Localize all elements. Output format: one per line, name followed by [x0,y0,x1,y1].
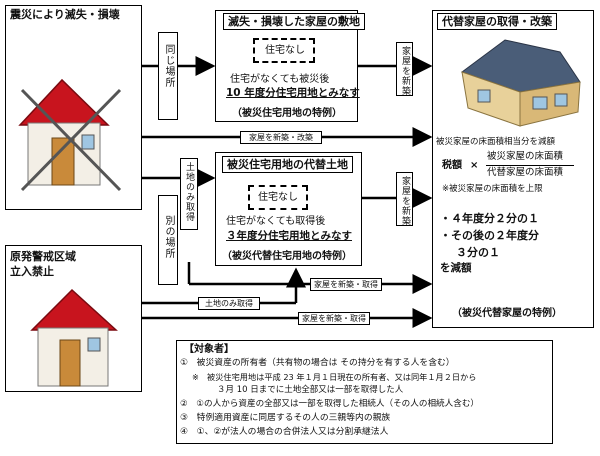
other-place-box [158,195,178,285]
land-only-acquire-h-label: 土地のみ取得 [198,297,260,310]
replacement-special: （被災代替家屋の特例） [452,308,562,319]
subject-heading: 【対象者】 [184,344,234,355]
site-title: 滅失・損壊した家屋の敷地 [223,13,365,30]
substitute-land-title: 被災住宅用地の代替土地 [222,156,353,173]
reduction-r2: ・その後の２年度分 [440,229,539,242]
disaster-title: 震災により滅失・損壊 [10,8,120,21]
reduction-r1: ・４年度分２分の１ [440,212,539,225]
reduction-r4: を減額 [440,262,472,274]
new-build-acquire-label-1: 家屋を新築・取得 [310,278,382,291]
new-build-label-mid: 家屋を新築 [400,176,410,226]
subject-item1-note-a: ※ 被災住宅用地は平成 23 年１月１日現在の所有者、又は同年１月２日から [192,372,477,382]
substitute-line2: ３年度分住宅用地とみなす [226,230,352,242]
area-cap-note: ※被災家屋の床面積を上限 [442,184,543,194]
substitute-dashed-text: 住宅なし [258,192,298,203]
substitute-dashed-box [248,185,308,210]
new-build-renovate-label: 家屋を新築・改築 [240,131,322,144]
new-build-label-top: 家屋を新築 [400,46,410,96]
site-dashed-box [253,38,315,63]
other-place-label: 別の場所 [163,215,174,259]
subject-item1-note-b: ３月 10 日までに土地全部又は一部を取得した人 [217,385,404,395]
site-line2: 10 年度分住宅用地とみなす [226,87,360,99]
site-line1: 住宅がなくても被災後 [230,74,330,85]
site-special: （被災住宅用地の特例） [232,108,342,119]
reduction-r3: ３分の１ [456,246,500,259]
new-build-box-mid [396,172,413,226]
tax-label: 税額 [442,160,462,171]
same-place-label: 同じ場所 [163,44,174,88]
substitute-special: （被災代替住宅用地の特例） [222,251,352,262]
fraction-top: 被災家屋の床面積 [487,151,564,162]
site-dashed-text: 住宅なし [265,45,305,56]
fraction-bar [486,165,574,166]
times-sign: × [470,160,479,171]
evac-line2: 立入禁止 [10,265,54,278]
fraction-bottom: 代替家屋の床面積 [487,167,564,178]
subject-item4: ④ ①、②が法人の場合の合併法人又は分割承継法人 [180,427,389,437]
new-build-acquire-label-2: 家屋を新築・取得 [298,312,370,325]
subject-item2: ② ①の人から資産の全部又は一部を取得した相続人（その人の相続人含む） [180,399,480,409]
subject-item3: ③ 特例適用資産に同居するその人の三親等内の親族 [180,413,391,423]
same-place-box [158,32,178,120]
subject-box [176,340,553,444]
replacement-title: 代替家屋の取得・改築 [437,13,557,30]
new-build-box-top [396,42,413,96]
land-only-acquire-box [180,158,198,230]
evac-line1: 原発警戒区域 [10,250,76,263]
reduction-intro: 被災家屋の床面積相当分を減額 [436,137,556,147]
land-only-acquire-label: 土地のみ取得 [184,162,194,222]
subject-item1: ① 被災資産の所有者（共有物の場合は その持分を有する人を含む） [180,358,455,368]
substitute-line1: 住宅がなくても取得後 [226,216,326,227]
